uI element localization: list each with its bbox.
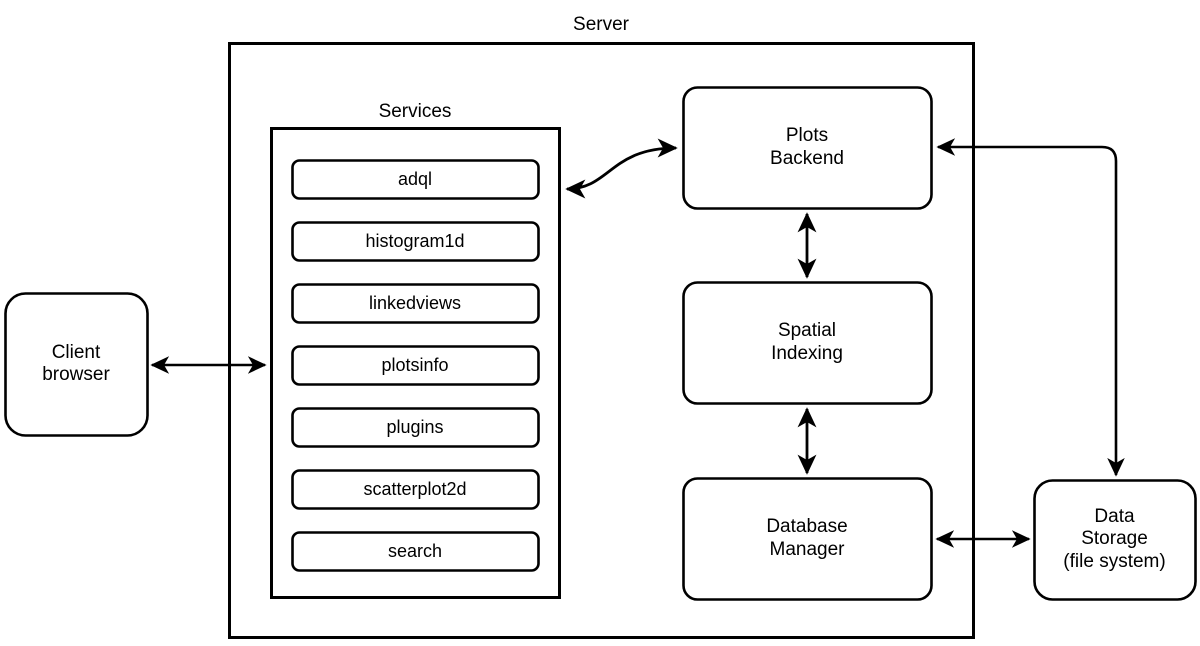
- node-plots-backend[interactable]: [682, 86, 933, 210]
- service-label-adql: adql: [397, 168, 433, 189]
- node-data-storage[interactable]: [1033, 479, 1197, 601]
- node-client-browser[interactable]: [4, 292, 149, 437]
- node-spatial-indexing[interactable]: [682, 281, 933, 405]
- service-label-plotsinfo: plotsinfo: [381, 354, 449, 375]
- service-label-linkedviews: linkedviews: [368, 292, 462, 313]
- service-pill-scatterplot2d[interactable]: [291, 469, 540, 510]
- service-label-plugins: plugins: [386, 416, 444, 437]
- service-pill-plotsinfo[interactable]: [291, 345, 540, 386]
- service-pill-adql[interactable]: [291, 159, 540, 200]
- service-pill-search[interactable]: [291, 531, 540, 572]
- service-label-histogram1d: histogram1d: [365, 230, 465, 251]
- connector-services-to-plots-backend: [565, 138, 678, 199]
- service-label-scatterplot2d: scatterplot2d: [363, 478, 467, 499]
- connector-plots-backend-to-data-storage: [936, 138, 1125, 477]
- service-pill-plugins[interactable]: [291, 407, 540, 448]
- node-database-manager[interactable]: [682, 477, 933, 601]
- services-group-label: Services: [378, 101, 452, 122]
- service-pill-linkedviews[interactable]: [291, 283, 540, 324]
- server-group-label: Server: [573, 14, 629, 35]
- services-group-boundary: [270, 127, 561, 599]
- service-pill-histogram1d[interactable]: [291, 221, 540, 262]
- service-label-search: search: [387, 540, 443, 561]
